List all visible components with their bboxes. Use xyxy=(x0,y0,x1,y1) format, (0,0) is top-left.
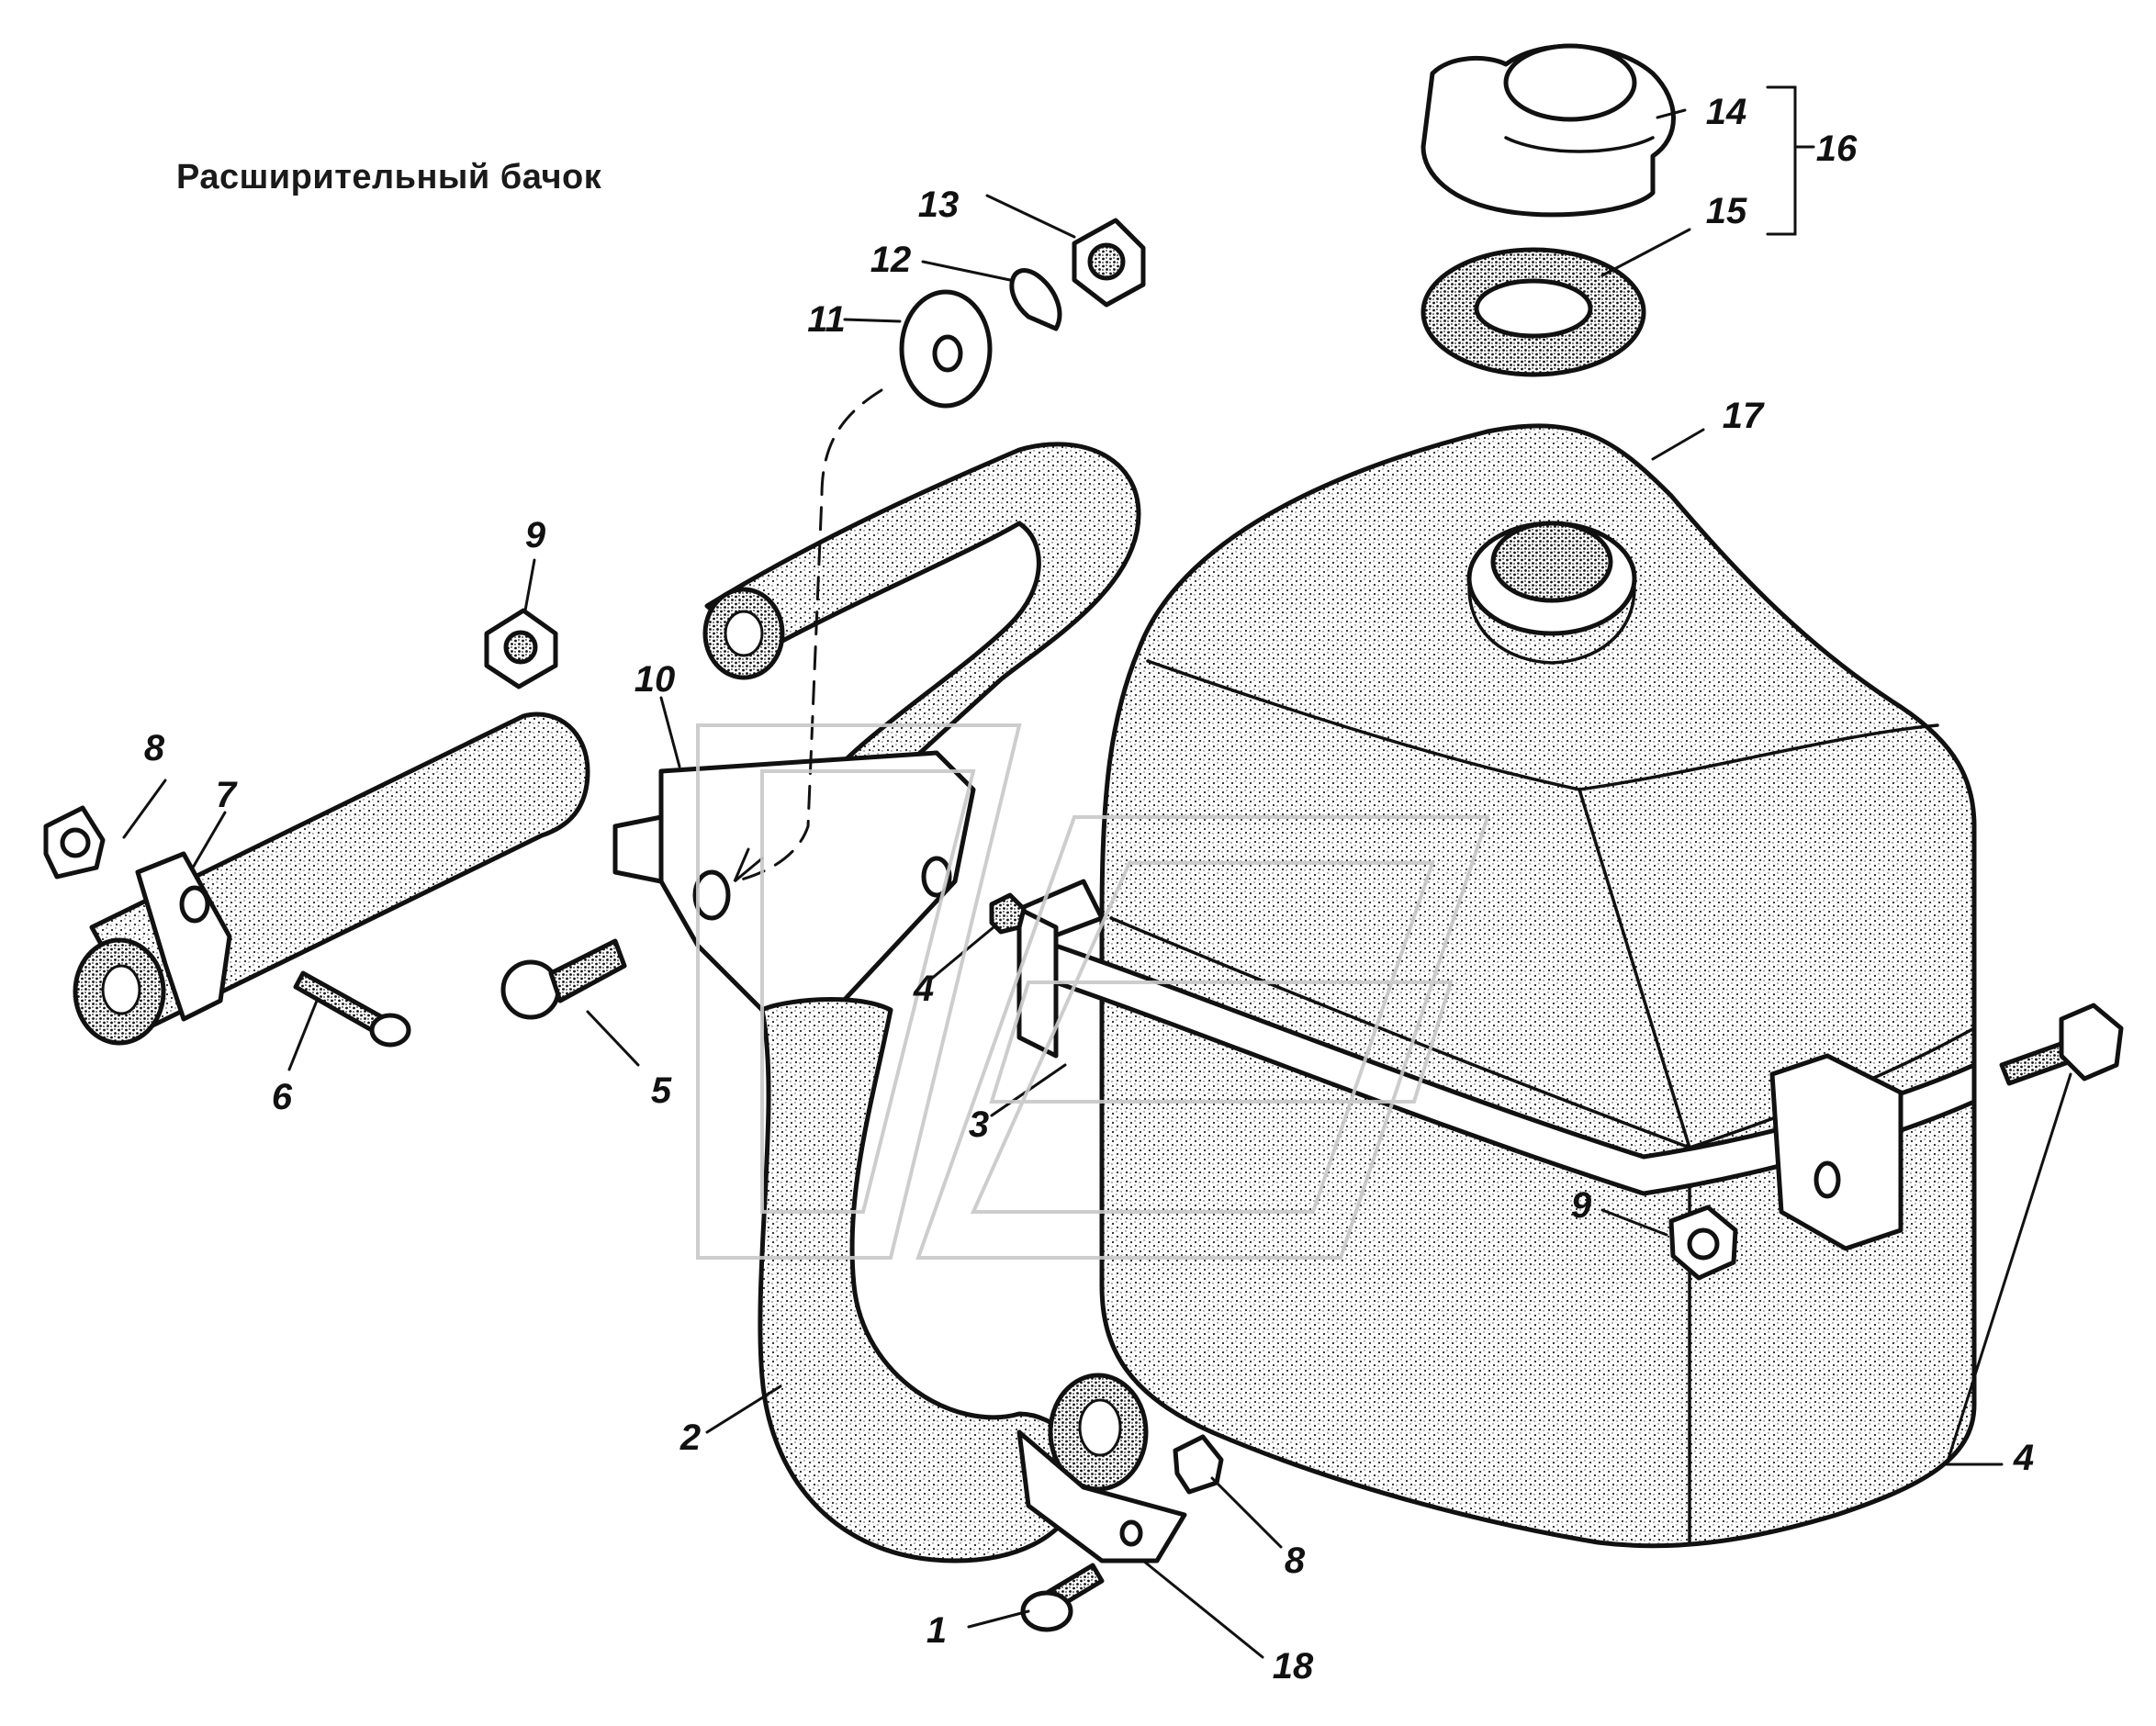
gasket xyxy=(1420,247,1646,377)
callout-8-left: 8 xyxy=(143,728,165,768)
callout-9-lower: 9 xyxy=(1570,1185,1592,1226)
nut-9-top xyxy=(484,608,558,689)
callout-16: 16 xyxy=(1815,129,1858,169)
hose-clamp-lower xyxy=(1016,1429,1187,1563)
diagram-title: Расширительный бачок xyxy=(176,158,602,196)
bolt-4-right xyxy=(1999,1003,2124,1086)
callout-18: 18 xyxy=(1272,1646,1314,1687)
bolt-4-stub xyxy=(989,892,1027,935)
washer-11 xyxy=(899,289,993,409)
bolt-5 xyxy=(500,938,627,1020)
callout-2: 2 xyxy=(679,1418,702,1458)
callout-14: 14 xyxy=(1705,92,1747,132)
lock-washer-12 xyxy=(1009,268,1062,331)
lower-hose xyxy=(758,997,1149,1563)
expansion-tank xyxy=(1099,423,1977,1549)
callout-1: 1 xyxy=(926,1610,948,1651)
callout-10: 10 xyxy=(634,659,676,700)
filler-neck xyxy=(1466,521,1637,665)
callout-6: 6 xyxy=(271,1077,293,1117)
callout-15: 15 xyxy=(1705,191,1747,231)
upper-hose xyxy=(702,442,1141,793)
assembly-path xyxy=(733,388,883,883)
screw-6 xyxy=(293,970,411,1048)
callout-17: 17 xyxy=(1722,396,1764,436)
screw-1 xyxy=(1020,1563,1105,1632)
callout-9-top: 9 xyxy=(524,515,546,555)
callout-5: 5 xyxy=(650,1070,672,1111)
callout-4-right: 4 xyxy=(2013,1438,2035,1478)
nut-8-left xyxy=(43,805,106,880)
callout-12: 12 xyxy=(870,240,912,280)
callout-13: 13 xyxy=(917,185,960,225)
nut-13 xyxy=(1072,218,1146,308)
callout-8-lower: 8 xyxy=(1284,1541,1306,1581)
callout-11: 11 xyxy=(807,299,846,340)
side-hose xyxy=(73,712,590,1046)
callout-7: 7 xyxy=(215,775,237,815)
callout-3: 3 xyxy=(968,1104,990,1145)
callout-4-mid: 4 xyxy=(913,969,935,1009)
nut-9-lower xyxy=(1668,1205,1738,1281)
cap xyxy=(1420,43,1676,218)
nut-8-lower xyxy=(1173,1434,1224,1495)
